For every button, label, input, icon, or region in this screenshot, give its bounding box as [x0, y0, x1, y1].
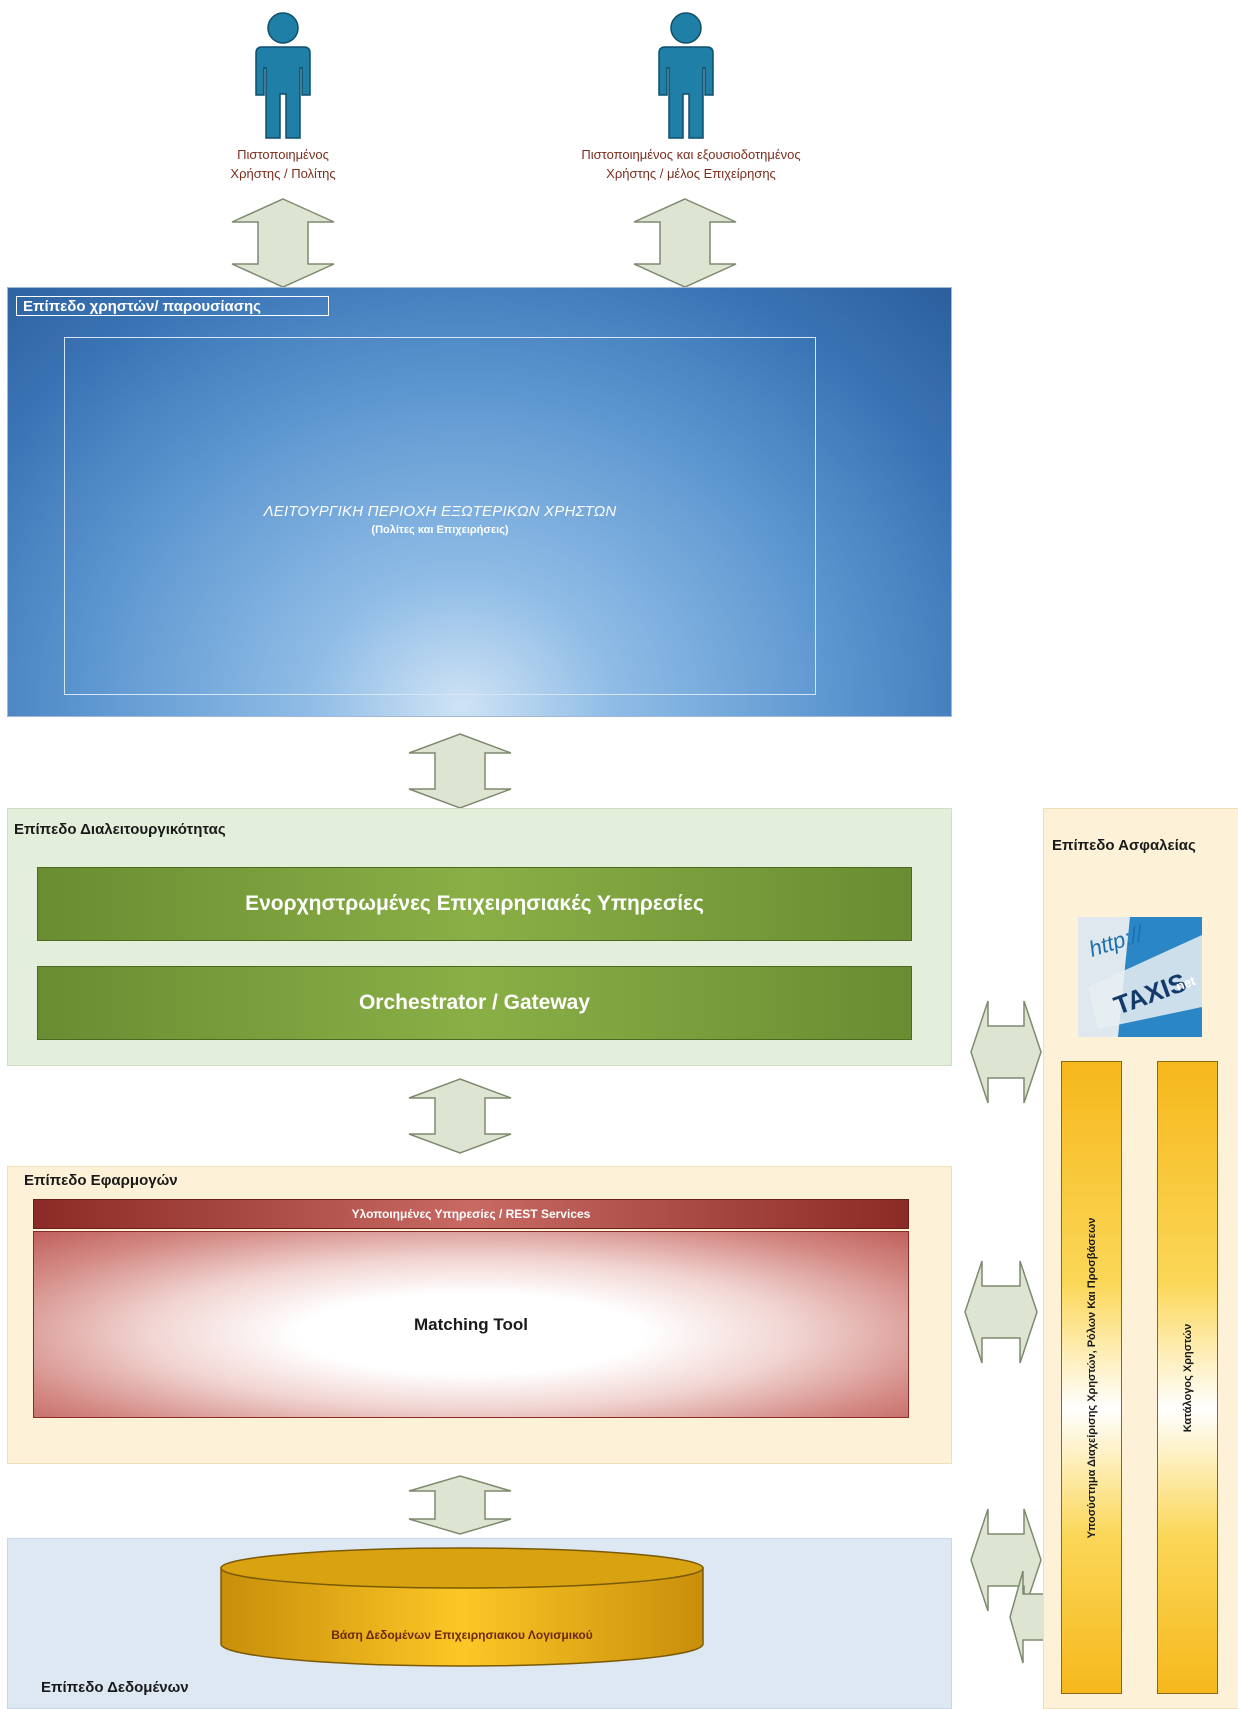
database-label: Βάση Δεδομένων Επιχειρησιακου Λογισμικού	[331, 1628, 593, 1642]
actor-citizen-label: Πιστοποιημένος Χρήστης / Πολίτης	[183, 145, 383, 183]
arrow-apps-data	[408, 1475, 512, 1535]
taxisnet-logo: http:// TAXIS net	[1078, 917, 1202, 1037]
rest-services-bar: Υλοποιημένες Υπηρεσίες / REST Services	[33, 1199, 909, 1229]
presentation-layer-title: Επίπεδο χρηστών/ παρουσίασης	[16, 296, 329, 316]
functional-area-title: ΛΕΙΤΟΥΡΓΙΚΗ ΠΕΡΙΟΧΗ ΕΞΩΤΕΡΙΚΩΝ ΧΡΗΣΤΩΝ	[263, 503, 617, 520]
arrow-presentation-interop	[408, 733, 512, 809]
user-directory-label: Κατάλογος Χρηστών	[1181, 1323, 1194, 1432]
arrow-apps-security	[964, 1260, 1038, 1364]
matching-tool-box: Matching Tool	[33, 1231, 909, 1418]
user-directory-column: Κατάλογος Χρηστών	[1157, 1061, 1218, 1694]
applications-layer-title: Επίπεδο Εφαρμογών	[24, 1172, 178, 1189]
database-cylinder-icon	[220, 1547, 704, 1667]
data-layer-title: Επίπεδο Δεδομένων	[41, 1679, 189, 1696]
actor-business-label-line2: Χρήστης / μέλος Επιχείρησης	[606, 166, 776, 181]
applications-layer: Επίπεδο Εφαρμογών Υλοποιημένες Υπηρεσίες…	[7, 1166, 952, 1464]
orchestrated-services-bar: Ενορχηστρωμένες Επιχειρησιακές Υπηρεσίες	[37, 867, 912, 941]
actor-citizen-label-line1: Πιστοποιημένος	[237, 147, 329, 162]
user-role-access-subsystem-column: Υποσύστημα Διαχείρισης Χρηστών, Ρόλων Κα…	[1061, 1061, 1122, 1694]
presentation-layer: Επίπεδο χρηστών/ παρουσίασης ΛΕΙΤΟΥΡΓΙΚΗ…	[7, 287, 952, 717]
arrow-citizen-presentation	[231, 198, 335, 288]
actor-business-label-line1: Πιστοποιημένος και εξουσιοδοτημένος	[581, 147, 801, 162]
external-users-functional-area: ΛΕΙΤΟΥΡΓΙΚΗ ΠΕΡΙΟΧΗ ΕΞΩΤΕΡΙΚΩΝ ΧΡΗΣΤΩΝ (…	[64, 337, 816, 695]
user-role-access-subsystem-label: Υποσύστημα Διαχείρισης Χρηστών, Ρόλων Κα…	[1085, 1217, 1098, 1538]
actor-business-label: Πιστοποιημένος και εξουσιοδοτημένος Χρήσ…	[526, 145, 856, 183]
taxisnet-logo-image: http:// TAXIS net	[1078, 917, 1202, 1037]
actor-citizen-icon	[255, 12, 311, 139]
actor-business-icon	[658, 12, 714, 139]
security-layer: Επίπεδο Ασφαλείας http:// TAXIS net Υποσ…	[1043, 808, 1238, 1709]
arrow-business-presentation	[633, 198, 737, 288]
arrow-interop-apps	[408, 1078, 512, 1154]
interoperability-layer-title: Επίπεδο Διαλειτουργικότητας	[14, 821, 226, 838]
orchestrator-gateway-bar: Orchestrator / Gateway	[37, 966, 912, 1040]
taxisnet-logo-suffix: net	[1174, 973, 1198, 994]
actor-citizen-label-line2: Χρήστης / Πολίτης	[230, 166, 336, 181]
interoperability-layer: Επίπεδο Διαλειτουργικότητας Ενορχηστρωμέ…	[7, 808, 952, 1066]
security-layer-title: Επίπεδο Ασφαλείας	[1052, 837, 1196, 854]
arrow-interop-security	[970, 1000, 1042, 1104]
functional-area-subtitle: (Πολίτες και Επιχειρήσεις)	[371, 524, 509, 536]
